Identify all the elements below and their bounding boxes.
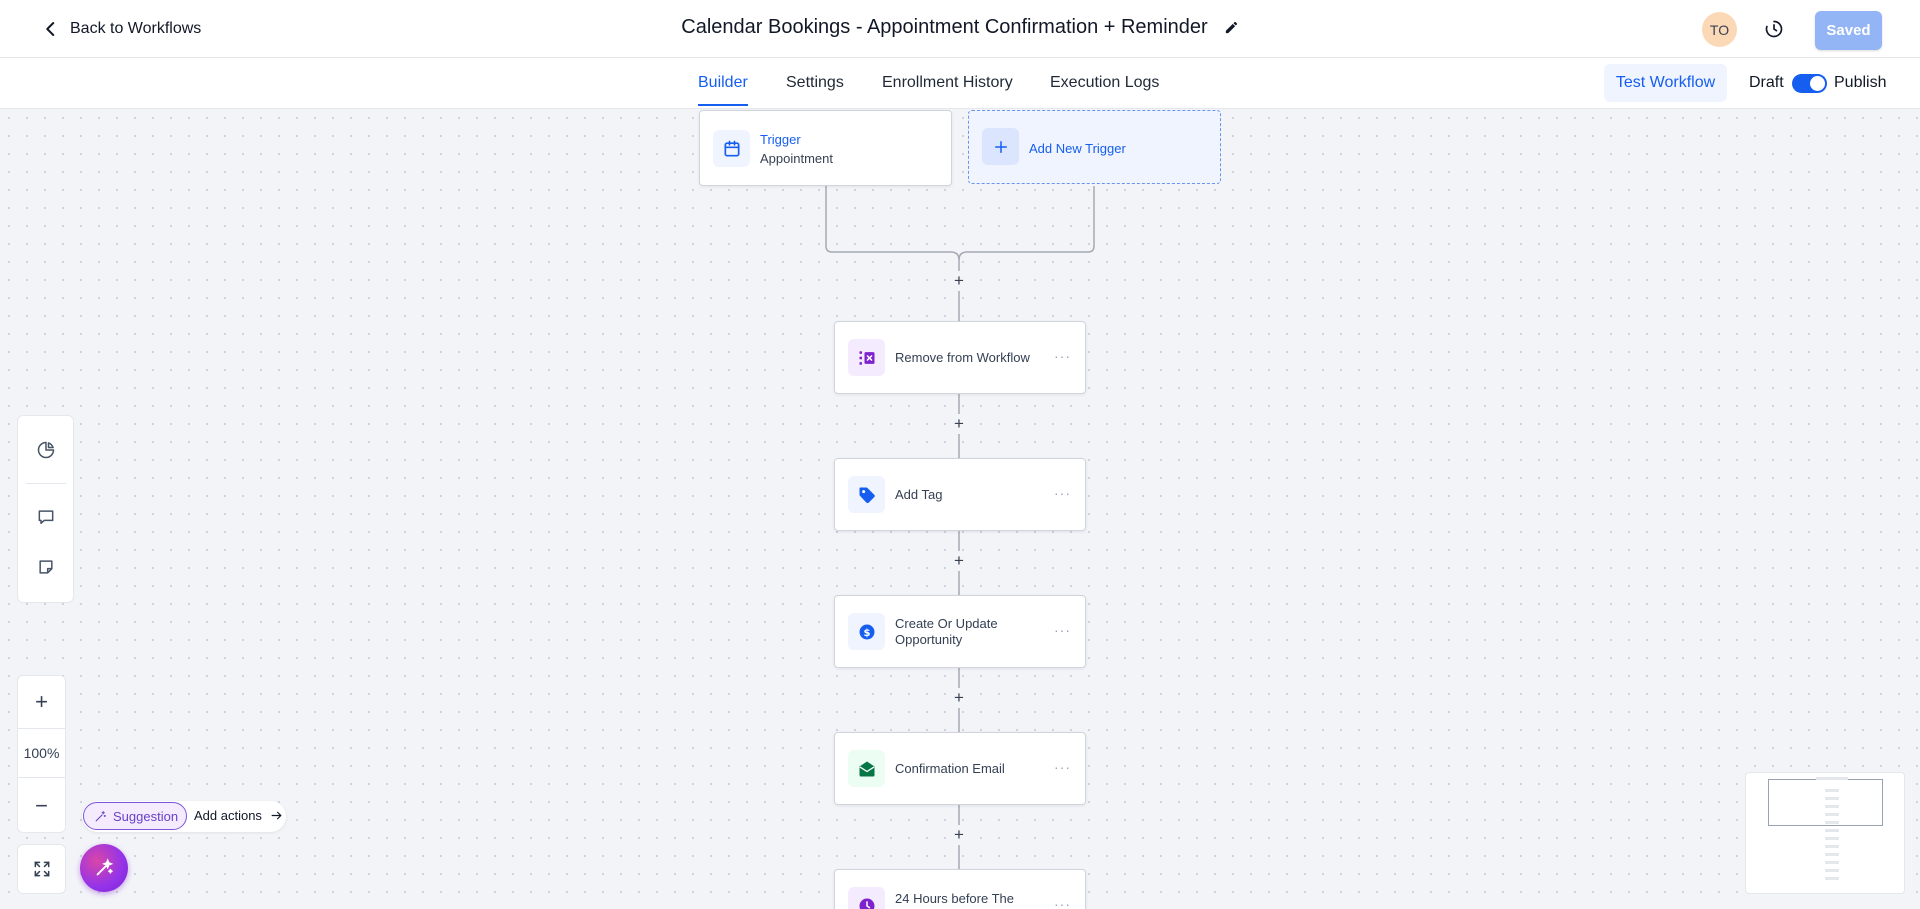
publish-label: Publish [1834,74,1887,91]
saved-button[interactable]: Saved [1815,11,1882,50]
expand-icon [34,861,49,877]
more-options-icon[interactable]: ··· [1054,348,1071,364]
top-header: Back to Workflows Calendar Bookings - Ap… [0,0,1920,58]
minimap-node [1825,837,1839,840]
fit-to-screen-button[interactable] [17,844,66,894]
tab-settings[interactable]: Settings [786,74,844,91]
action-label: Create Or Update Opportunity [895,615,998,647]
back-link-label: Back to Workflows [70,20,202,37]
canvas-side-panel [17,415,74,603]
minimap-node [1825,797,1839,800]
tab-execution-logs[interactable]: Execution Logs [1050,74,1160,91]
minimap-viewport[interactable] [1768,779,1883,826]
add-step-button[interactable]: + [949,825,969,845]
suggestion-chip[interactable]: Suggestion [83,802,187,830]
add-new-trigger-label: Add New Trigger [1029,141,1126,156]
minimap-node [1816,777,1848,780]
more-options-icon[interactable]: ··· [1054,485,1071,501]
user-avatar[interactable]: TO [1702,12,1737,47]
zoom-out-button[interactable]: − [35,793,48,818]
add-step-button[interactable]: + [949,414,969,434]
add-step-button[interactable]: + [949,688,969,708]
toggle-knob [1810,76,1825,91]
pie-chart-icon [37,441,55,459]
suggestion-bar: Suggestion Add actions [82,801,286,832]
workflow-canvas[interactable]: + + + + + Trigger Appointment Add New Tr… [0,109,1920,909]
draft-label: Draft [1749,74,1784,91]
workflow-title-row: Calendar Bookings - Appointment Confirma… [0,16,1920,39]
add-step-button[interactable]: + [949,271,969,291]
minimap-node [1825,805,1839,808]
minimap-node [1825,853,1839,856]
sticky-note-button[interactable] [32,553,60,581]
action-card-confirmation-email[interactable]: Confirmation Email ··· [834,732,1086,805]
plus-icon [982,128,1019,165]
action-card-create-or-update-opportunity[interactable]: $ Create Or Update Opportunity ··· [834,595,1086,668]
comment-icon [38,510,54,524]
tag-icon [848,476,885,513]
comments-button[interactable] [32,503,60,531]
back-to-workflows-link[interactable]: Back to Workflows [42,17,201,41]
minimap-node [1825,821,1839,824]
action-card-wait-24-hours[interactable]: 24 Hours before The ··· [834,869,1086,909]
action-label: Confirmation Email [895,760,1005,776]
tab-bar: Builder Settings Enrollment History Exec… [0,58,1920,109]
action-label: Add Tag [895,486,943,502]
add-actions-label: Add actions [194,808,262,823]
suggestion-label: Suggestion [113,808,179,824]
minimap-node [1825,845,1839,848]
minimap-node [1825,813,1839,816]
arrow-right-icon [271,811,282,820]
more-options-icon[interactable]: ··· [1054,896,1071,909]
tab-builder[interactable]: Builder [698,74,748,106]
sticky-note-icon [39,560,53,574]
workflow-title: Calendar Bookings - Appointment Confirma… [681,16,1208,38]
test-workflow-button[interactable]: Test Workflow [1604,64,1727,102]
canvas-minimap[interactable] [1745,772,1905,894]
zoom-level-label: 100% [18,728,65,778]
minimap-node [1825,877,1839,880]
more-options-icon[interactable]: ··· [1054,622,1071,638]
minimap-node [1825,861,1839,864]
version-history-button[interactable] [1762,17,1786,41]
trigger-subtitle: Appointment [760,151,833,166]
history-clock-icon [1765,20,1783,38]
action-card-add-tag[interactable]: Add Tag ··· [834,458,1086,531]
minimap-node [1825,789,1839,792]
magic-wand-icon [95,810,106,821]
ai-assistant-button[interactable] [80,844,128,892]
edit-pencil-icon[interactable] [1224,20,1239,35]
add-step-button[interactable]: + [949,551,969,571]
action-card-remove-from-workflow[interactable]: Remove from Workflow ··· [834,321,1086,394]
svg-text:$: $ [863,627,870,638]
minimap-node [1825,829,1839,832]
publish-toggle[interactable] [1792,74,1827,93]
calendar-icon [724,140,739,156]
add-actions-link[interactable]: Add actions [194,808,283,823]
remove-workflow-icon [848,339,885,376]
side-panel-divider [26,483,66,484]
dollar-icon: $ [848,613,885,650]
email-icon [848,750,885,787]
zoom-in-button[interactable]: + [35,689,48,714]
zoom-controls: + 100% − [17,675,66,833]
tab-enrollment-history[interactable]: Enrollment History [882,74,1013,91]
more-options-icon[interactable]: ··· [1054,759,1071,775]
action-label: 24 Hours before The [895,891,1014,906]
minimap-node [1825,869,1839,872]
chevron-left-icon [46,22,55,36]
trigger-icon-box [713,130,750,167]
stats-button[interactable] [32,436,60,464]
connector-add-trigger-merge [958,186,1095,261]
sparkle-wand-icon [96,858,114,876]
action-label: Remove from Workflow [895,349,1030,365]
add-new-trigger-card[interactable]: Add New Trigger [968,110,1221,184]
trigger-title: Trigger [760,132,801,147]
trigger-card-appointment[interactable]: Trigger Appointment [699,110,952,186]
connector-trigger-merge [825,186,960,282]
clock-icon [848,887,885,909]
